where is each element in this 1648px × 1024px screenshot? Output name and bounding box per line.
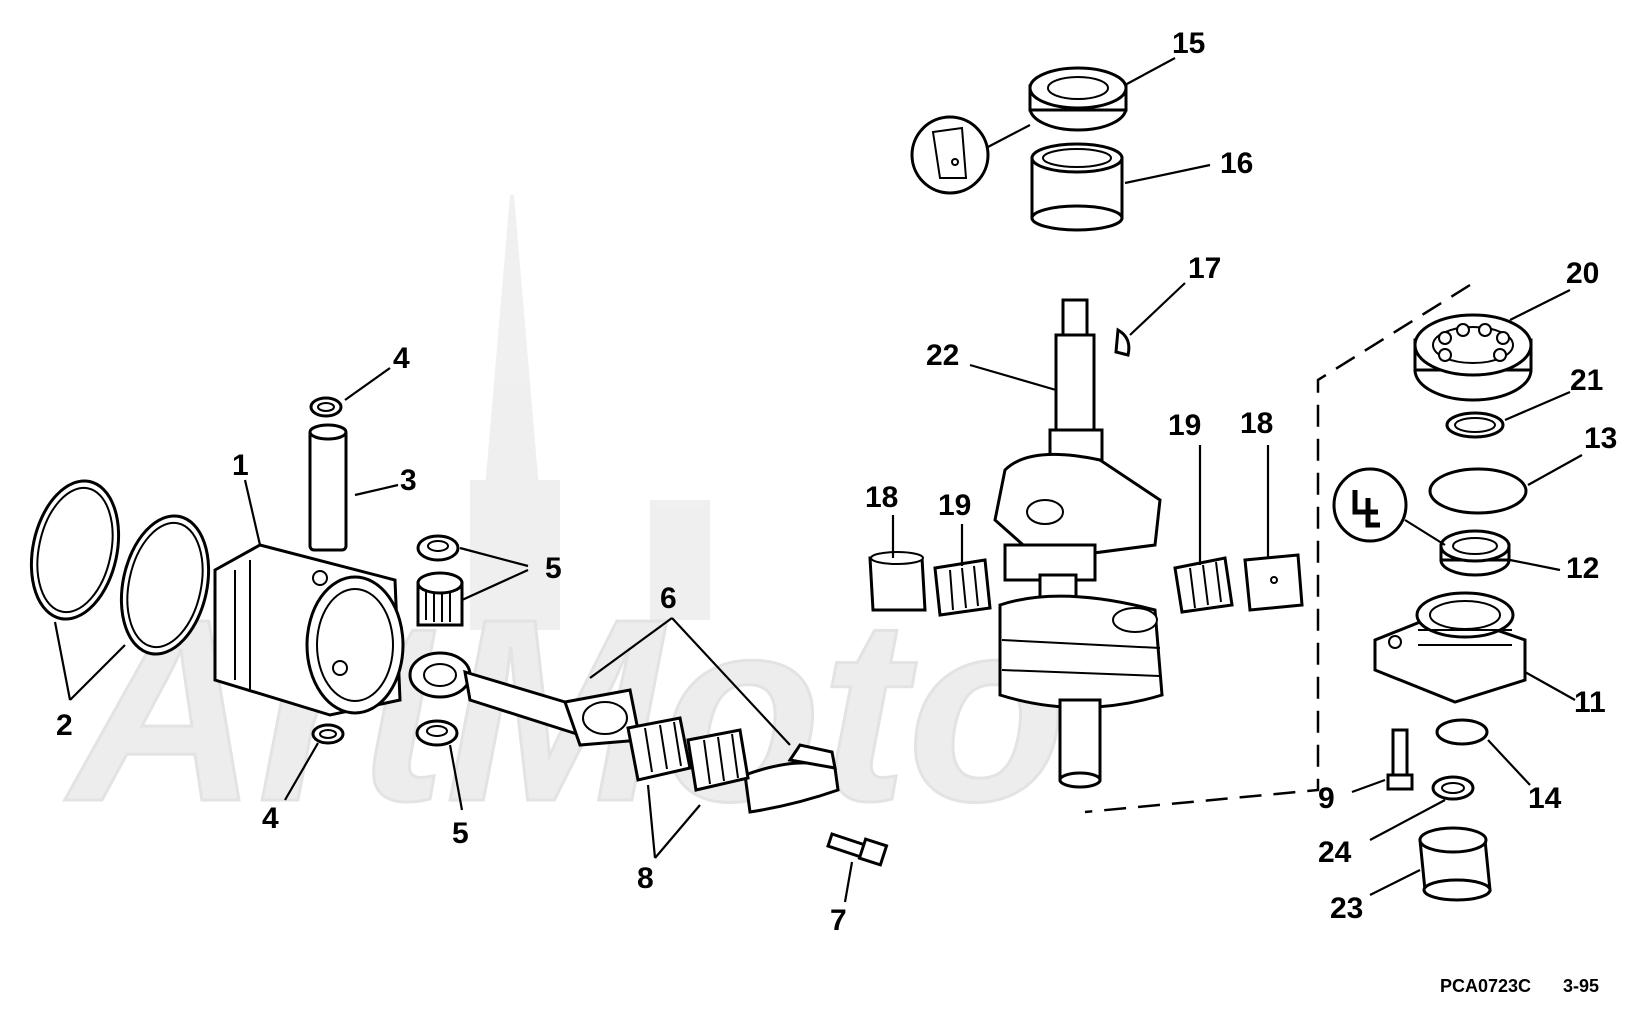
callout-2: 2	[56, 709, 73, 742]
needle-bearing-small-end[interactable]	[416, 571, 464, 627]
callout-7: 7	[830, 904, 847, 937]
piston-ring-1[interactable]	[19, 473, 130, 627]
housing-screw[interactable]	[1386, 728, 1414, 791]
drawing-reference: PCA0723C 3-95	[1440, 976, 1599, 996]
tool-detail-inset	[1332, 467, 1408, 543]
callout-labels: 1 2 3 4 4 5 5 6 7 8 9 11 12 13 14 15 16 …	[56, 27, 1617, 937]
assembly-guide-line	[1084, 283, 1471, 814]
thrust-washer-top[interactable]	[416, 534, 460, 562]
woodruff-key[interactable]	[1114, 327, 1131, 357]
callout-13: 13	[1584, 422, 1617, 455]
callout-18-left: 18	[865, 481, 898, 514]
o-ring-13[interactable]	[1428, 467, 1528, 515]
callout-19-left: 19	[938, 489, 971, 522]
thrust-washer-bottom[interactable]	[415, 719, 459, 747]
callout-19-right: 19	[1168, 409, 1201, 442]
callout-5-top: 5	[545, 552, 562, 585]
end-cap[interactable]	[1418, 826, 1492, 902]
callout-12: 12	[1566, 552, 1599, 585]
connecting-rod[interactable]	[408, 651, 642, 747]
connecting-rod-cap[interactable]	[743, 743, 840, 814]
callout-4-bottom: 4	[262, 802, 279, 835]
callout-4-top: 4	[393, 342, 410, 375]
callout-18-right: 18	[1240, 407, 1273, 440]
callout-5-bottom: 5	[452, 817, 469, 850]
lower-bearing-housing[interactable]	[1373, 591, 1527, 704]
oil-seal-12[interactable]	[1439, 529, 1511, 577]
oil-seal-upper[interactable]	[1028, 66, 1128, 132]
callout-6: 6	[660, 582, 677, 615]
main-bearing-half-18-right[interactable]	[1243, 553, 1304, 612]
needle-bearing-upper[interactable]	[1030, 142, 1124, 232]
main-bearing-half-19-left[interactable]	[933, 558, 992, 617]
rod-bearing-half-2[interactable]	[686, 728, 750, 792]
drawing-code: PCA0723C	[1440, 976, 1531, 996]
date-code: 3-95	[1563, 976, 1599, 996]
leader-lines	[53, 57, 1583, 903]
callout-11: 11	[1574, 686, 1606, 719]
ball-bearing[interactable]	[1413, 313, 1533, 402]
callout-23: 23	[1330, 892, 1363, 925]
circlip-bottom[interactable]	[311, 723, 345, 745]
callout-15: 15	[1172, 27, 1205, 60]
circlip-top[interactable]	[309, 396, 343, 418]
callout-16: 16	[1220, 147, 1253, 180]
callout-14: 14	[1528, 782, 1562, 815]
piston[interactable]	[213, 543, 405, 717]
callout-3: 3	[400, 464, 417, 497]
callout-8: 8	[637, 862, 654, 895]
callout-24: 24	[1318, 836, 1352, 869]
rod-bearing-half-1[interactable]	[626, 716, 692, 782]
callout-20: 20	[1566, 257, 1599, 290]
o-ring-14[interactable]	[1435, 718, 1489, 746]
callout-9: 9	[1318, 782, 1335, 815]
retaining-ring[interactable]	[1445, 411, 1505, 439]
callout-17: 17	[1188, 252, 1221, 285]
watermark: ArtMoto	[60, 195, 1068, 858]
rod-bolt[interactable]	[826, 832, 889, 867]
callout-21: 21	[1570, 364, 1603, 397]
piston-pin[interactable]	[308, 423, 348, 552]
callout-1: 1	[232, 449, 249, 482]
crankshaft[interactable]	[993, 298, 1164, 789]
main-bearing-half-18-left[interactable]	[868, 551, 927, 612]
callout-22: 22	[926, 339, 959, 372]
piston-ring-2[interactable]	[109, 508, 220, 662]
main-bearing-half-19-right[interactable]	[1173, 556, 1234, 614]
seal-washer[interactable]	[1431, 775, 1475, 801]
seal-detail-inset	[910, 115, 990, 195]
